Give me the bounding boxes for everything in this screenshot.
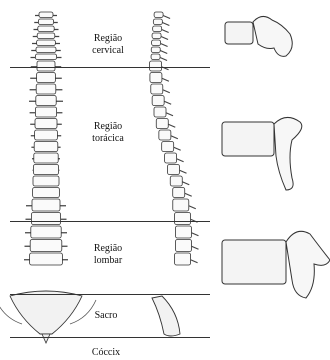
lateral-vertebra-body [175,226,191,238]
lateral-vertebra-body [154,12,163,18]
lateral-vertebra-body [154,107,166,117]
lateral-vertebra-body [173,199,189,211]
vertebra-body [33,165,58,175]
lateral-vertebra-body [159,130,171,140]
coccyx-shape [42,334,50,343]
lateral-spinous-process [191,246,198,249]
label-cervical-line1: Região [58,33,158,45]
vertebra-body [38,19,53,25]
lateral-spinous-process [163,16,170,19]
vertebra-body [36,96,56,106]
lateral-vertebra-body [162,142,174,152]
lateral-spinous-process [160,58,167,61]
vertebra-body [37,33,55,39]
vertebra-body [38,26,54,32]
divider-lumbar-sacrum [10,294,210,295]
vertebra-body [35,119,57,129]
lumbar-vertebra-detail [222,231,330,298]
spine-lateral-view [150,12,199,336]
vertebra-body [34,153,58,163]
detail-vertebra-process [274,117,302,190]
lateral-vertebra-body [156,119,168,129]
lateral-spinous-process [182,182,189,185]
lateral-spinous-process [161,37,168,40]
lateral-vertebra-body [170,176,182,186]
lateral-vertebra-body [168,165,180,175]
thoracic-vertebra-detail [222,117,302,190]
lateral-spinous-process [174,147,181,150]
detail-vertebra-body [222,122,274,156]
label-cervical: Região cervical [58,33,158,57]
lateral-spinous-process [191,233,198,236]
label-sacro-text: Sacro [95,310,118,321]
vertebra-body [36,84,56,94]
divider-thoracic-lumbar [10,221,210,222]
lateral-spinous-process [161,44,168,47]
lateral-spinous-process [191,260,198,263]
vertebra-body [35,107,56,117]
label-cervical-line2: cervical [58,45,158,57]
detail-vertebra-body [222,240,286,284]
vertebra-body [32,199,60,211]
vertebra-body [37,40,56,46]
vertebra-body [39,12,53,18]
vertebra-body [36,47,56,53]
lateral-vertebra-body [150,73,162,83]
lateral-spinous-process [168,124,175,127]
lateral-spinous-process [162,78,169,81]
lateral-vertebra-body [152,96,164,106]
lateral-vertebra-body [153,19,162,25]
lateral-spinous-process [180,170,187,173]
label-lombar-line1: Região [58,243,158,255]
vertebra-body [34,142,58,152]
lateral-vertebra-body [175,253,191,265]
vertebra-body [37,61,55,71]
label-sacro: Sacro [56,310,156,322]
vertebra-body [31,213,60,225]
label-coccix-text: Cóccix [92,347,120,358]
lateral-vertebra-body [173,188,185,198]
lateral-spinous-process [171,136,178,139]
label-toracica: Região torácica [58,121,158,145]
label-toracica-line1: Região [58,121,158,133]
vertebra-body [35,130,58,140]
lateral-spinous-process [162,23,169,26]
label-lombar-line2: lombar [58,255,158,267]
vertebra-body [33,176,59,186]
vertebra-body [35,54,56,60]
lateral-spinous-process [166,113,173,116]
lateral-vertebra-body [165,153,177,163]
vertebra-body [31,226,61,238]
lateral-spinous-process [189,206,196,209]
cervical-vertebra-detail [225,16,292,56]
lateral-spinous-process [163,90,170,93]
lateral-spinous-process [162,30,169,33]
lateral-spinous-process [185,193,192,196]
vertebra-body [37,73,56,83]
lateral-spinous-process [164,101,171,104]
lateral-spinous-process [160,51,167,54]
lateral-vertebra-body [175,240,191,252]
lateral-spinous-process [177,159,184,162]
divider-sacrum-coccyx [10,337,210,338]
detail-vertebra-body [225,22,253,44]
label-lombar: Região lombar [58,243,158,267]
lateral-vertebra-body [151,84,163,94]
detail-vertebra-process [286,231,330,298]
lateral-sacrum-shape [152,296,180,336]
vertebra-body [33,188,60,198]
label-coccix: Cóccix [56,347,156,359]
lateral-vertebra-body [175,213,191,225]
detail-vertebra-process [253,16,292,56]
lateral-vertebra-body [153,26,162,32]
lateral-vertebra-body [150,61,162,71]
divider-cervical-thoracic [10,67,210,68]
label-toracica-line2: torácica [58,133,158,145]
